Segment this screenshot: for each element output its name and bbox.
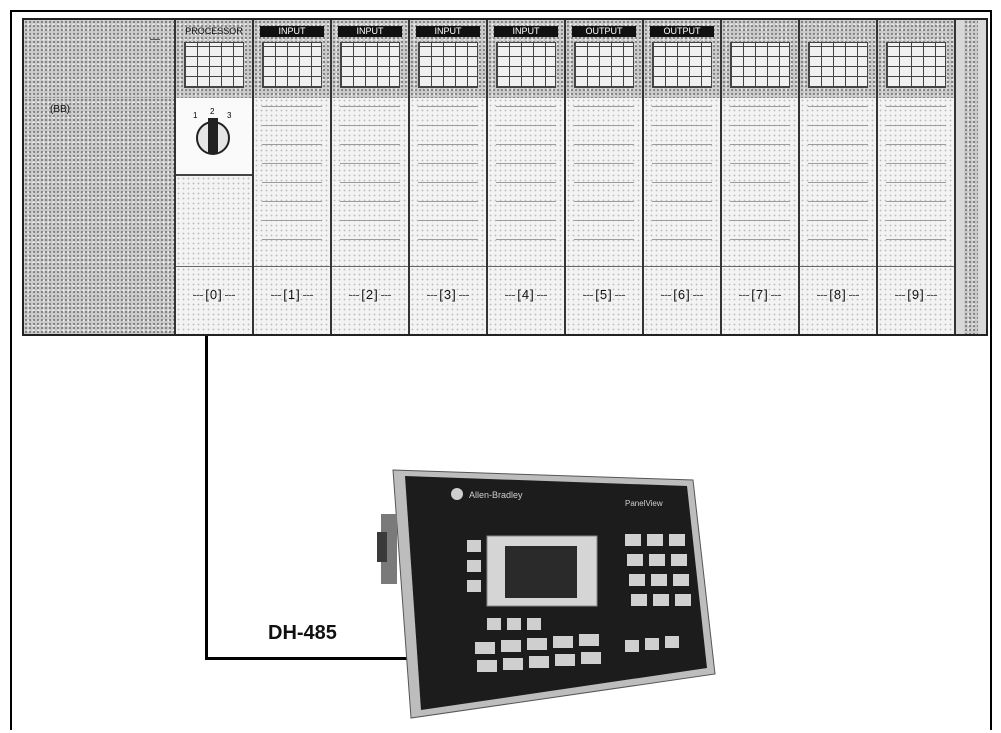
io-slot: [8]: [800, 20, 878, 334]
slot-body: [332, 98, 408, 266]
slot-number: [2]: [332, 287, 408, 302]
slot-terminal: [652, 42, 712, 88]
slot-number: [0]: [176, 287, 252, 302]
processor-module: PROCESSOR 1 2 3 [0]: [176, 20, 254, 334]
slot-terminal: [730, 42, 790, 88]
slot-title: INPUT: [416, 26, 480, 37]
svg-text:3: 3: [227, 111, 232, 120]
power-supply-label: (BB): [50, 104, 70, 115]
slot-terminal: [262, 42, 322, 88]
panelview-terminal: Allen-Bradley PanelView: [375, 462, 727, 720]
svg-text:1: 1: [193, 111, 198, 120]
slot-head: OUTPUT: [566, 20, 642, 100]
svg-text:2: 2: [210, 108, 215, 116]
cable-label: DH-485: [268, 622, 337, 645]
slot-head: INPUT: [488, 20, 564, 100]
power-supply-mark: —: [150, 34, 160, 45]
slot-terminal: [886, 42, 946, 88]
slot-foot: [6]: [644, 266, 720, 334]
slot-head: [878, 20, 954, 100]
slot-number: [9]: [878, 287, 954, 302]
slot-head: INPUT: [254, 20, 330, 100]
slot-terminal: [340, 42, 400, 88]
slot-title: OUTPUT: [650, 26, 714, 37]
power-supply-module: — (BB): [24, 20, 176, 334]
hmi-model-text: PanelView: [625, 499, 663, 508]
slot-foot: [7]: [722, 266, 798, 334]
slot-body: [722, 98, 798, 266]
io-slot: INPUT [2]: [332, 20, 410, 334]
slot-terminal: [496, 42, 556, 88]
io-slot: OUTPUT [5]: [566, 20, 644, 334]
slot-title: [884, 26, 948, 37]
slot-head: [722, 20, 798, 100]
io-slot: [7]: [722, 20, 800, 334]
processor-lower: [176, 176, 252, 266]
slot-body: [488, 98, 564, 266]
io-slot: INPUT [4]: [488, 20, 566, 334]
slot-number: [5]: [566, 287, 642, 302]
slot-body: [878, 98, 954, 266]
slot-number: [6]: [644, 287, 720, 302]
slot-terminal: [418, 42, 478, 88]
slot-number: [4]: [488, 287, 564, 302]
processor-terminal: [184, 42, 244, 88]
io-slot: [9]: [878, 20, 956, 334]
slot-number: [7]: [722, 287, 798, 302]
slot-foot: [5]: [566, 266, 642, 334]
slot-body: [410, 98, 486, 266]
slot-terminal: [808, 42, 868, 88]
slot-foot: [2]: [332, 266, 408, 334]
hmi-brand-text: Allen-Bradley: [469, 490, 523, 500]
slot-title: INPUT: [338, 26, 402, 37]
slot-head: OUTPUT: [644, 20, 720, 100]
slot-number: [8]: [800, 287, 876, 302]
processor-foot: [0]: [176, 266, 252, 334]
power-supply-front: (BB): [24, 98, 174, 268]
keyswitch-icon: 1 2 3: [190, 108, 236, 166]
slot-foot: [3]: [410, 266, 486, 334]
slot-head: INPUT: [410, 20, 486, 100]
slot-head: [800, 20, 876, 100]
slot-foot: [1]: [254, 266, 330, 334]
slot-number: [3]: [410, 287, 486, 302]
slot-title: INPUT: [494, 26, 558, 37]
slot-title: OUTPUT: [572, 26, 636, 37]
slot-body: [254, 98, 330, 266]
slot-title: [728, 26, 792, 37]
plc-rack: — (BB) PROCESSOR 1 2 3 [0] INPUT[1]INPUT…: [22, 18, 988, 336]
io-slot: OUTPUT [6]: [644, 20, 722, 334]
slot-body: [644, 98, 720, 266]
slot-foot: [4]: [488, 266, 564, 334]
slot-foot: [9]: [878, 266, 954, 334]
slot-title: INPUT: [260, 26, 324, 37]
slot-body: [566, 98, 642, 266]
slot-title: [806, 26, 870, 37]
processor-title: PROCESSOR: [182, 26, 246, 37]
slot-terminal: [574, 42, 634, 88]
slot-head: INPUT: [332, 20, 408, 100]
processor-keyswitch-area: 1 2 3: [176, 98, 252, 176]
processor-head: PROCESSOR: [176, 20, 252, 100]
slot-number: [1]: [254, 287, 330, 302]
io-slot: INPUT [1]: [254, 20, 332, 334]
slot-body: [800, 98, 876, 266]
power-supply-bottom: [24, 266, 174, 334]
slot-foot: [8]: [800, 266, 876, 334]
io-slot: INPUT [3]: [410, 20, 488, 334]
power-supply-top: —: [24, 20, 174, 100]
rack-end-cap: [964, 20, 978, 334]
